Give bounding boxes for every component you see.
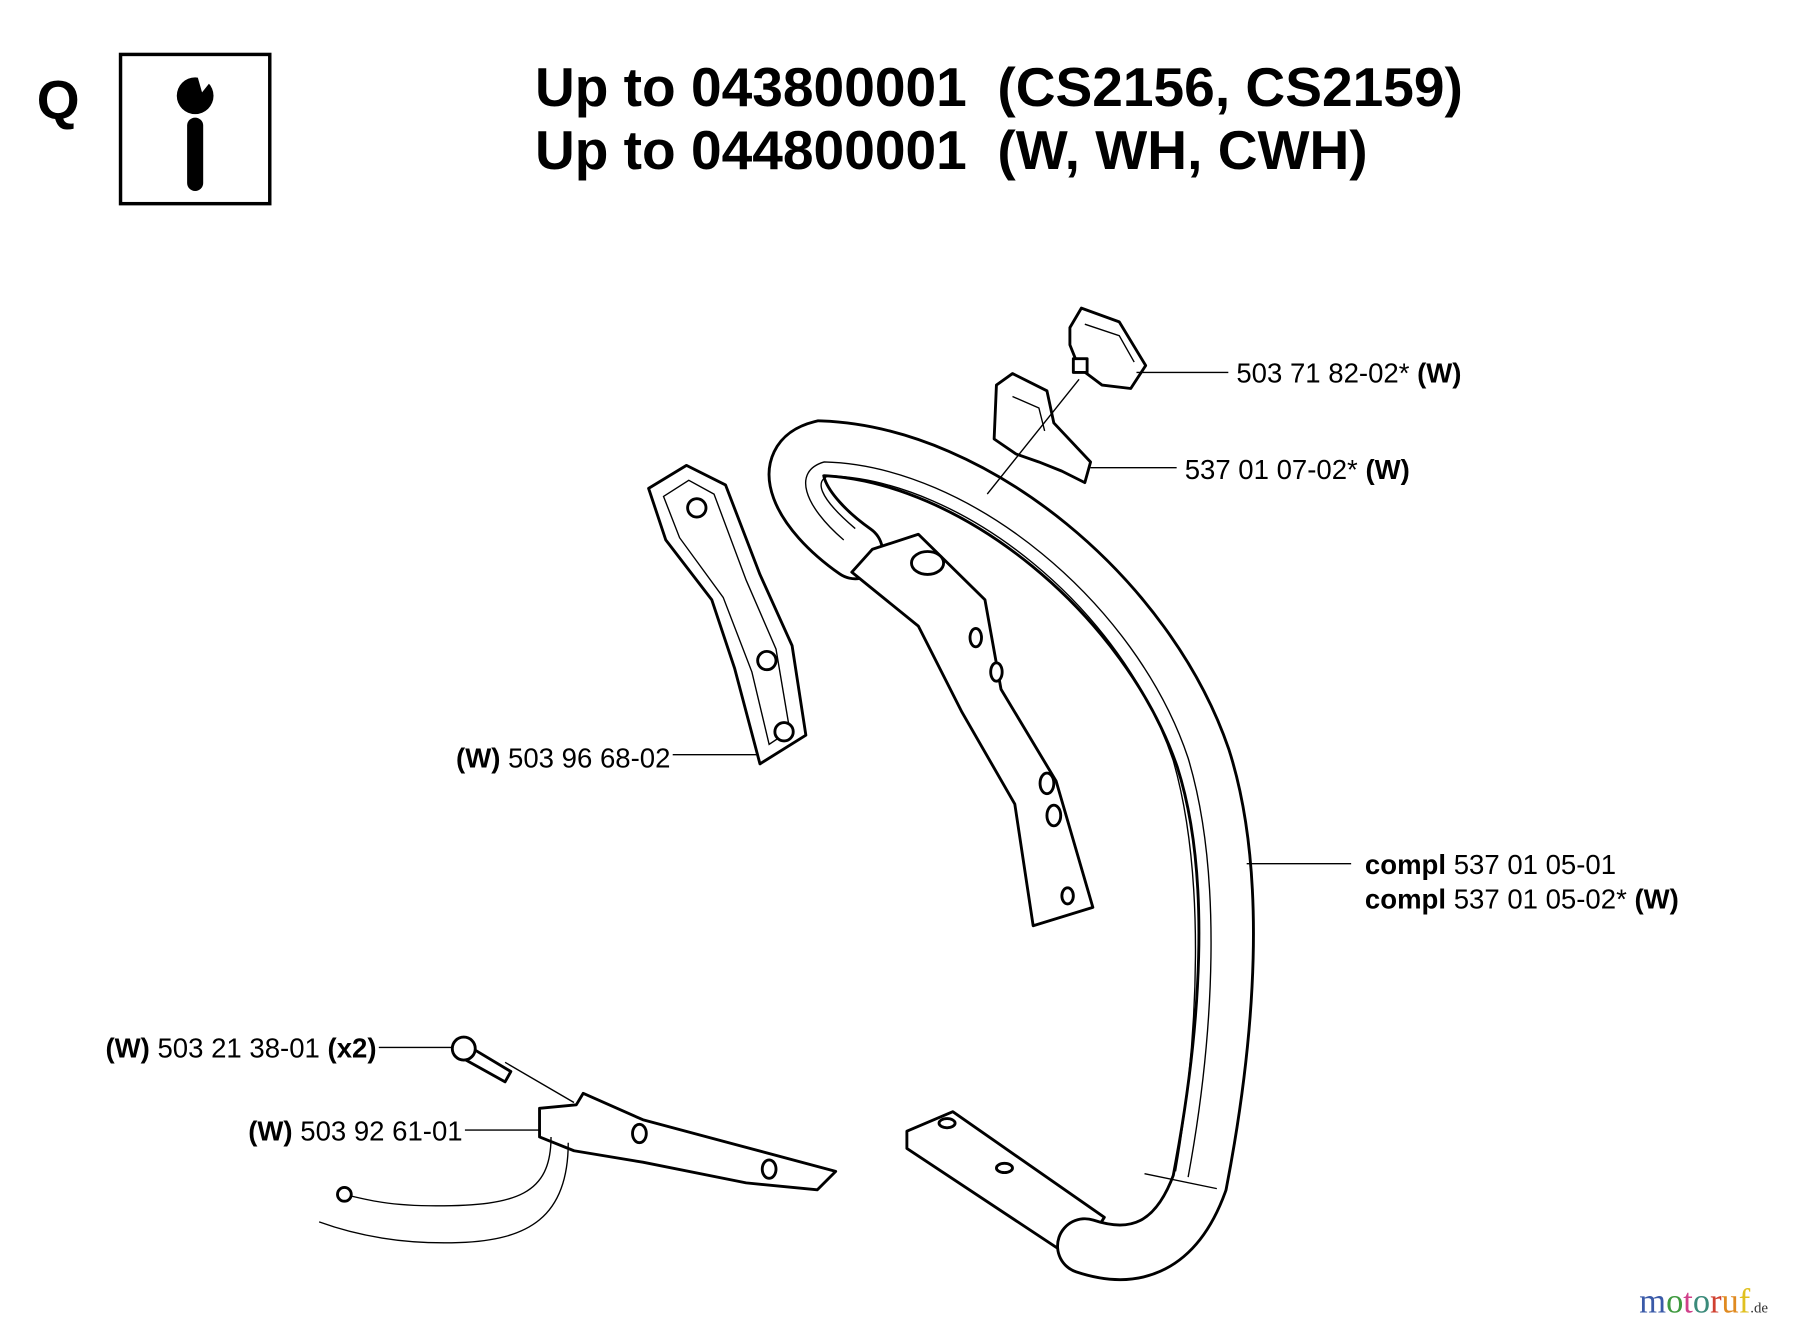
section-letter: Q	[37, 69, 80, 131]
part-label: 503 71 82-02* (W)	[1236, 358, 1461, 389]
part-label: (W) 503 96 68-02	[456, 742, 670, 773]
part-label: (W) 503 21 38-01 (x2)	[105, 1033, 376, 1064]
part-label: 537 01 07-02* (W)	[1185, 454, 1410, 485]
title-line-1: Up to 043800001 (CS2156, CS2159)	[535, 56, 1463, 118]
bracket-with-wires-part	[318, 1091, 838, 1244]
clip-part-lower	[992, 372, 1092, 485]
watermark-logo: motoruf.de	[1639, 1283, 1768, 1321]
title-line-2: Up to 044800001 (W, WH, CWH)	[535, 119, 1368, 181]
part-label: compl 537 01 05-01	[1365, 849, 1616, 880]
handle-bracket-part	[850, 532, 1095, 928]
leader-lines	[378, 371, 1352, 1131]
clip-part-upper	[1068, 306, 1148, 390]
part-label: (W) 503 92 61-01	[248, 1115, 462, 1146]
front-handle-part	[767, 419, 1255, 1281]
screw-part	[450, 1035, 575, 1104]
part-label: compl 537 01 05-02* (W)	[1365, 884, 1679, 915]
handle-guard-strip-part	[647, 463, 808, 766]
wrench-info-icon	[118, 52, 272, 206]
